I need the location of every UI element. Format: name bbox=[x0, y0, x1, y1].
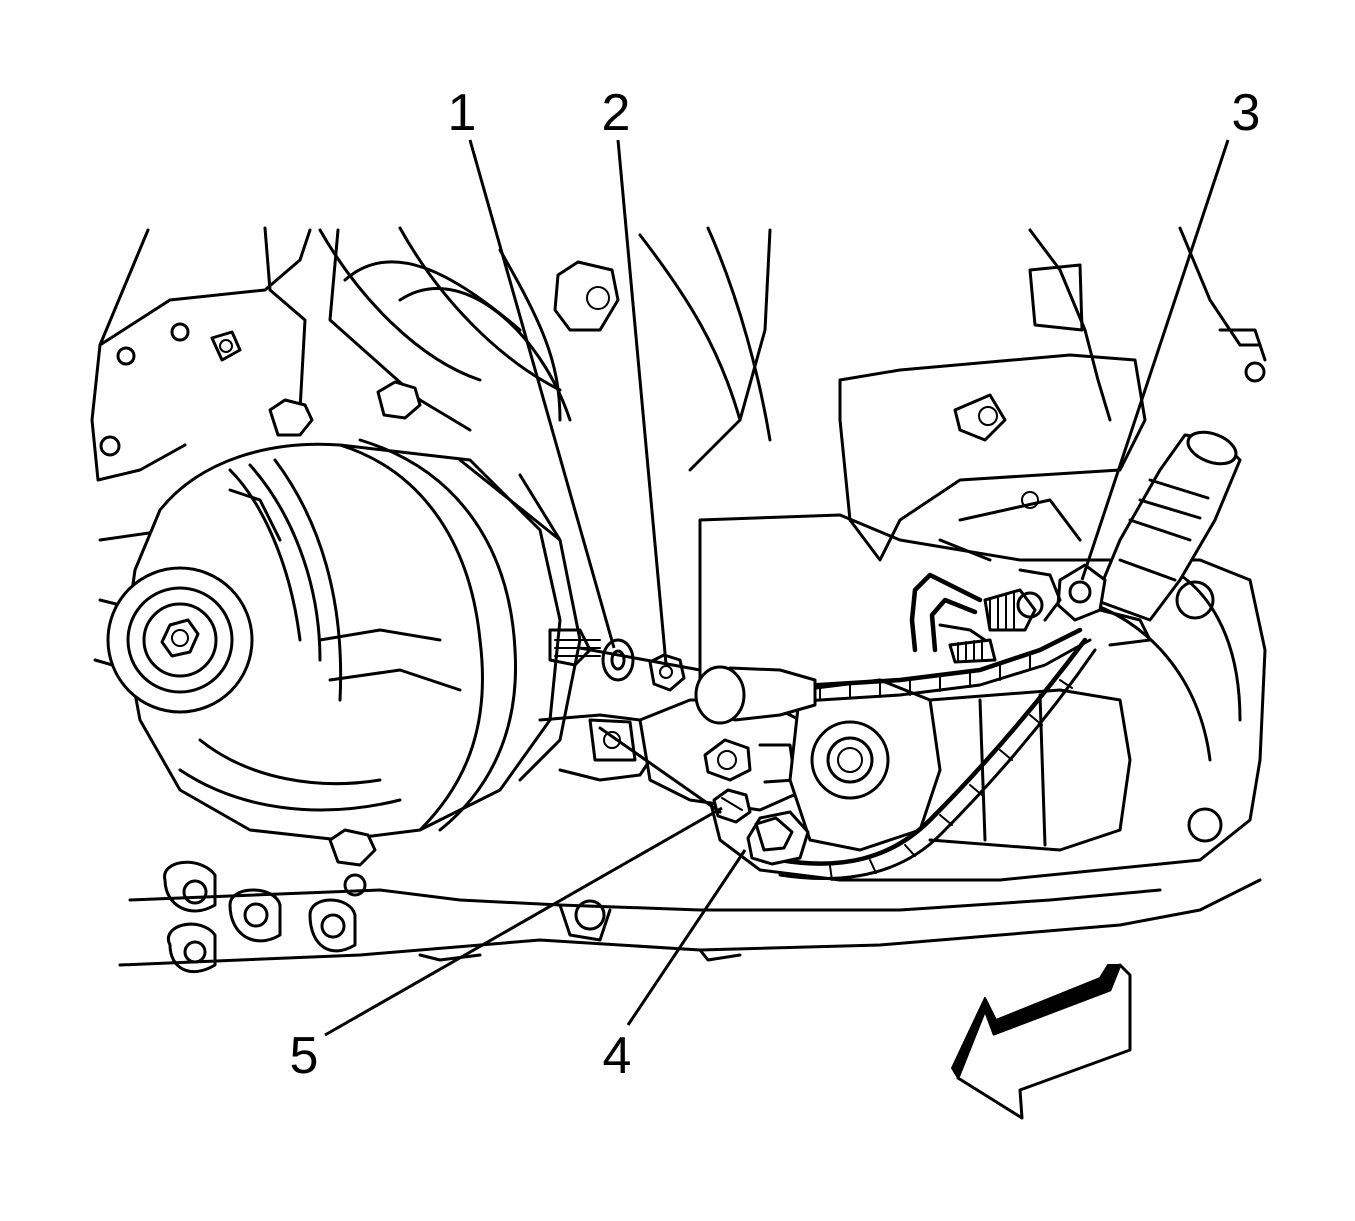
leader-line-3 bbox=[1080, 139, 1230, 581]
leader-line-1 bbox=[468, 139, 616, 649]
fastener-bolt-4 bbox=[746, 810, 810, 866]
front-direction-arrow-icon bbox=[951, 963, 1132, 1120]
generator-stud bbox=[578, 646, 702, 672]
ground-stud bbox=[598, 726, 722, 814]
battery-cable-harness bbox=[737, 430, 1242, 881]
engine-block-outline bbox=[90, 226, 1267, 974]
callout-labels: 1 2 3 4 5 bbox=[290, 84, 1261, 1085]
leader-line-5 bbox=[324, 806, 723, 1037]
fastener-washer-1 bbox=[601, 638, 635, 682]
leader-line-4 bbox=[626, 849, 747, 1026]
callout-5: 5 bbox=[290, 1027, 319, 1085]
fastener-nut-5 bbox=[712, 788, 752, 824]
battery-terminal-boot bbox=[694, 665, 817, 725]
callout-2: 2 bbox=[602, 84, 631, 142]
callout-1: 1 bbox=[448, 84, 477, 142]
callout-4: 4 bbox=[603, 1027, 632, 1085]
leader-line-2 bbox=[616, 139, 668, 665]
starter-motor bbox=[638, 678, 1132, 852]
callout-3: 3 bbox=[1232, 84, 1261, 142]
callout-leaders bbox=[324, 139, 1230, 1037]
generator-assembly bbox=[93, 380, 662, 897]
